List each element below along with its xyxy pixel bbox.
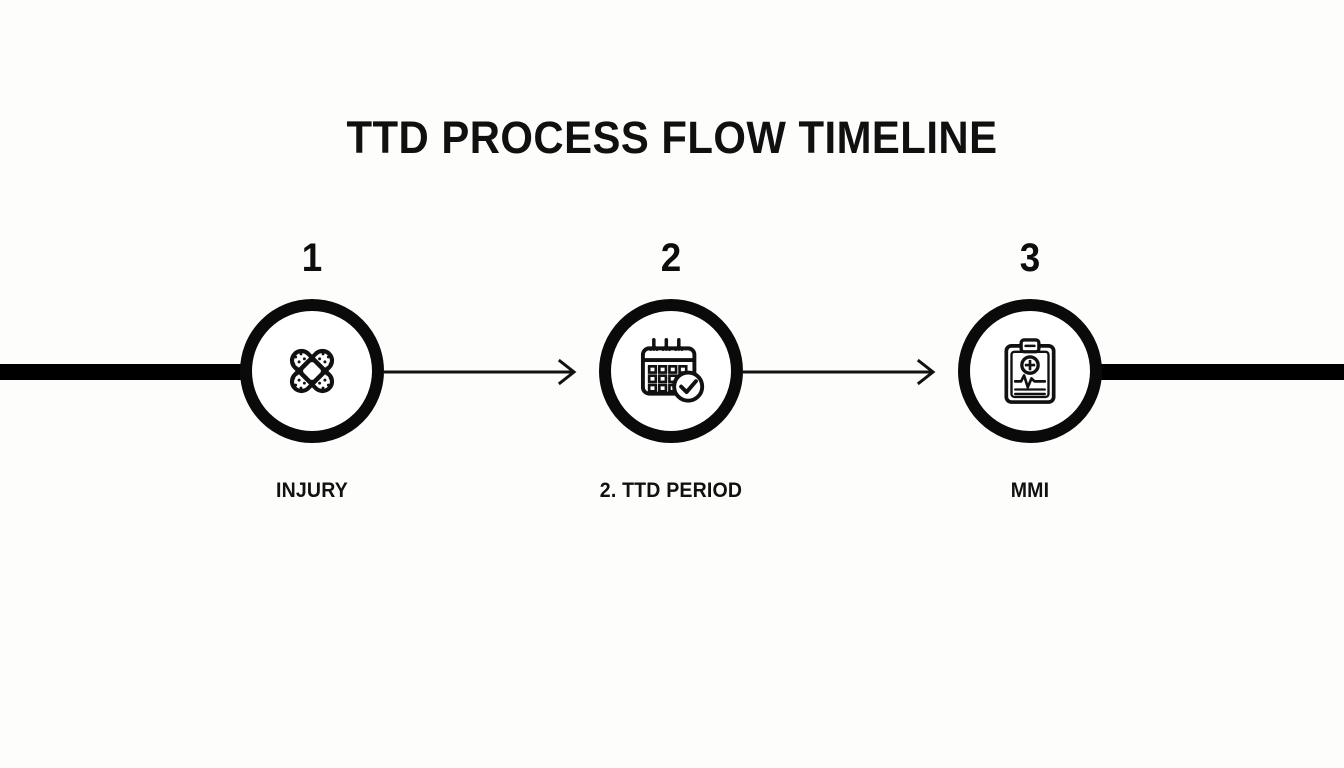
step-number-3: 3 (1019, 236, 1041, 280)
page-title: TTD PROCESS FLOW TIMELINE (346, 112, 998, 163)
connector-arrow-2-to-3 (743, 354, 943, 390)
timeline-rail-right (1022, 364, 1344, 380)
step-number-2: 2 (660, 236, 682, 280)
step-label-mmi: MMI (1010, 479, 1050, 502)
connector-arrow-1-to-2 (384, 354, 584, 390)
step-circle-3[interactable] (958, 299, 1102, 443)
crossed-bandages-icon (274, 333, 350, 409)
step-circle-2[interactable] (599, 299, 743, 443)
calendar-check-icon (632, 332, 710, 410)
step-label-ttd-period: 2. TTD PERIOD (599, 479, 743, 502)
step-number-1: 1 (301, 236, 323, 280)
timeline-rail-left (0, 364, 250, 380)
medical-clipboard-icon (993, 334, 1067, 408)
step-label-injury: INJURY (275, 479, 349, 502)
step-circle-1[interactable] (240, 299, 384, 443)
